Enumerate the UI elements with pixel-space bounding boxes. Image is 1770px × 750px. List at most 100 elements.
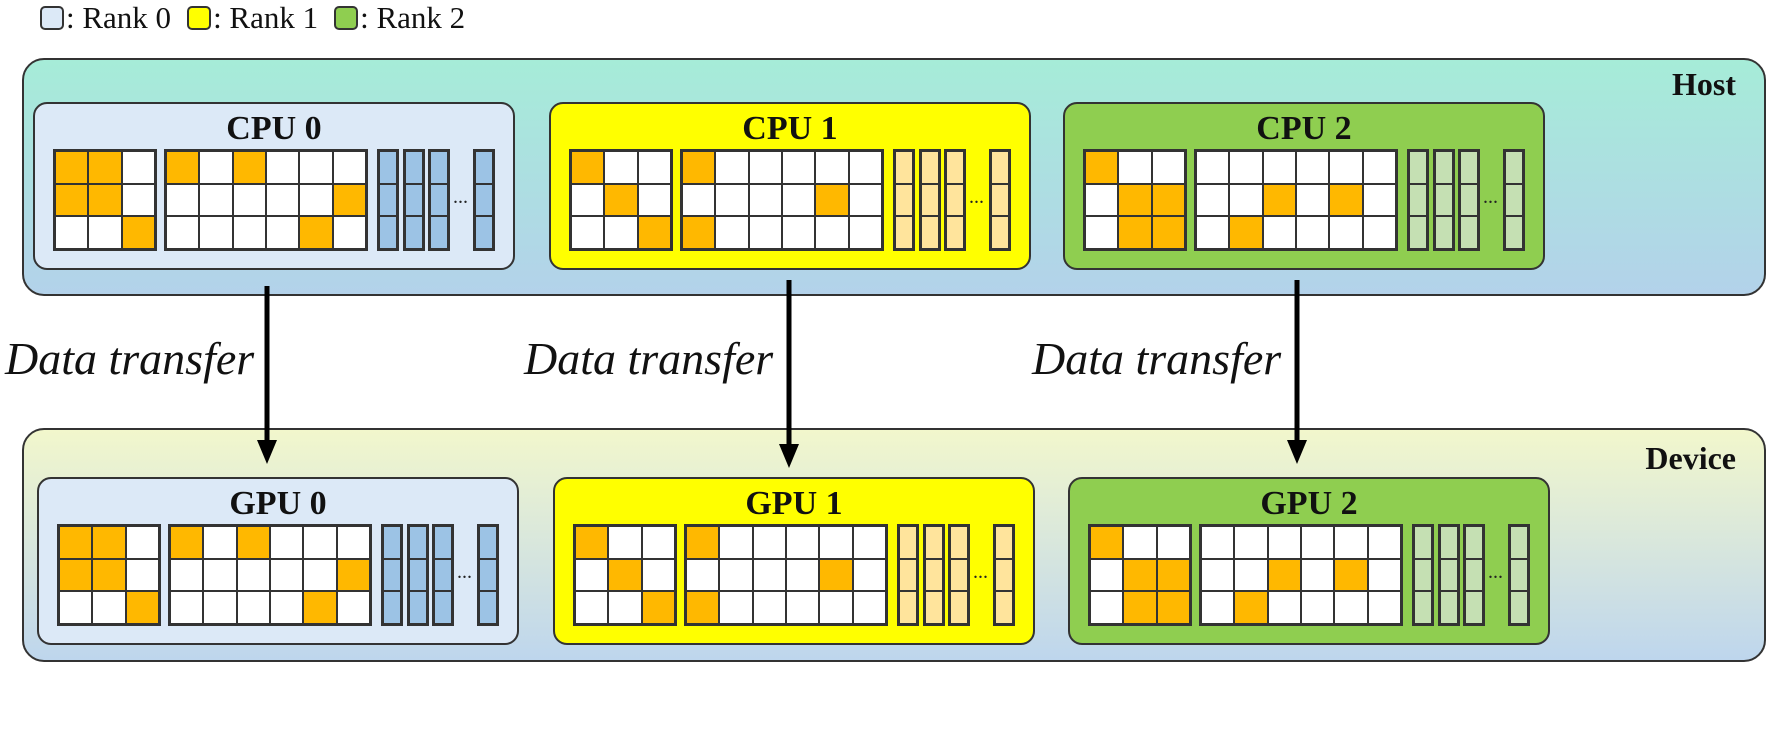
- zero-cell: [575, 558, 609, 592]
- zero-cell: [852, 558, 886, 592]
- zero-cell: [1362, 151, 1396, 184]
- zero-cell: [166, 183, 200, 217]
- nonzero-cell: [1085, 151, 1119, 184]
- nonzero-cell: [682, 151, 716, 184]
- gpu-2-vector-ellipsis: ...: [1488, 561, 1503, 583]
- vector-cell: [1460, 183, 1478, 217]
- nonzero-cell: [88, 183, 122, 217]
- cpu-0-vector-0: [377, 149, 399, 251]
- vector-cell: [430, 151, 448, 184]
- vector-cell: [1460, 216, 1478, 249]
- gpu-2-vector-1: [1438, 524, 1460, 626]
- nonzero-cell: [125, 591, 159, 624]
- zero-cell: [748, 151, 782, 184]
- zero-cell: [1295, 216, 1330, 249]
- gpu-0-offdiag-block: [168, 524, 372, 626]
- nonzero-cell: [571, 151, 605, 184]
- zero-cell: [1229, 183, 1263, 217]
- nonzero-cell: [575, 526, 609, 559]
- transfer-label-1: Data transfer: [524, 333, 774, 384]
- zero-cell: [269, 558, 304, 592]
- zero-cell: [299, 151, 333, 184]
- zero-cell: [1196, 151, 1230, 184]
- gpu-1-offdiag-block: [684, 524, 888, 626]
- gpu-1-diag-block: [573, 524, 677, 626]
- vector-cell: [925, 591, 943, 624]
- zero-cell: [604, 151, 638, 184]
- cpu-0-offdiag-block: [164, 149, 368, 251]
- nonzero-cell: [1156, 591, 1190, 624]
- zero-cell: [303, 558, 337, 592]
- zero-cell: [852, 526, 886, 559]
- vector-cell: [405, 151, 423, 184]
- vector-cell: [1440, 558, 1458, 592]
- vector-cell: [991, 216, 1009, 249]
- vector-cell: [899, 526, 917, 559]
- vector-cell: [1409, 183, 1427, 217]
- zero-cell: [1300, 558, 1335, 592]
- zero-cell: [1334, 591, 1368, 624]
- zero-cell: [1090, 591, 1124, 624]
- zero-cell: [265, 216, 300, 249]
- zero-cell: [332, 151, 366, 184]
- vector-cell: [946, 151, 964, 184]
- vector-cell: [479, 591, 497, 624]
- zero-cell: [336, 526, 370, 559]
- nonzero-cell: [686, 591, 720, 624]
- vector-cell: [1505, 151, 1523, 184]
- zero-cell: [1201, 526, 1235, 559]
- zero-cell: [604, 216, 638, 249]
- zero-cell: [815, 216, 849, 249]
- gpu-2-title: GPU 2: [1260, 485, 1358, 522]
- zero-cell: [608, 526, 642, 559]
- zero-cell: [1367, 526, 1401, 559]
- vector-cell: [409, 526, 427, 559]
- zero-cell: [269, 591, 304, 624]
- nonzero-cell: [686, 526, 720, 559]
- vector-cell: [405, 216, 423, 249]
- zero-cell: [199, 151, 233, 184]
- nonzero-cell: [637, 216, 671, 249]
- vector-cell: [1414, 558, 1432, 592]
- zero-cell: [1262, 216, 1296, 249]
- zero-cell: [199, 216, 233, 249]
- vector-cell: [383, 591, 401, 624]
- vector-cell: [1460, 151, 1478, 184]
- gpu-0-vector-1: [407, 524, 429, 626]
- zero-cell: [203, 526, 237, 559]
- nonzero-cell: [88, 151, 122, 184]
- legend-swatch-rank-0: [40, 6, 64, 30]
- zero-cell: [641, 526, 675, 559]
- zero-cell: [719, 591, 753, 624]
- vector-cell: [1435, 151, 1453, 184]
- gpu-2-diag-block: [1088, 524, 1192, 626]
- zero-cell: [715, 151, 749, 184]
- zero-cell: [199, 183, 233, 217]
- cpu-2-vector-2: [1458, 149, 1480, 251]
- vector-cell: [405, 183, 423, 217]
- zero-cell: [571, 183, 605, 217]
- zero-cell: [682, 183, 716, 217]
- nonzero-cell: [92, 526, 126, 559]
- cpu-2-vector-3: [1503, 149, 1525, 251]
- zero-cell: [1300, 526, 1335, 559]
- zero-cell: [92, 591, 126, 624]
- vector-cell: [1510, 591, 1528, 624]
- nonzero-cell: [1334, 558, 1368, 592]
- cpu-1-vector-ellipsis: ...: [969, 186, 984, 208]
- vector-cell: [899, 591, 917, 624]
- vector-cell: [475, 216, 493, 249]
- vector-cell: [475, 151, 493, 184]
- host-label: Host: [1672, 66, 1736, 102]
- zero-cell: [781, 151, 816, 184]
- zero-cell: [852, 591, 886, 624]
- gpu-0-box: GPU 0...: [37, 477, 519, 645]
- gpu-1-vector-3: [993, 524, 1015, 626]
- nonzero-cell: [59, 526, 93, 559]
- cpu-2-vector-1: [1433, 149, 1455, 251]
- zero-cell: [748, 183, 782, 217]
- gpu-1-title: GPU 1: [745, 485, 843, 522]
- zero-cell: [785, 591, 820, 624]
- zero-cell: [1295, 183, 1330, 217]
- nonzero-cell: [1123, 591, 1157, 624]
